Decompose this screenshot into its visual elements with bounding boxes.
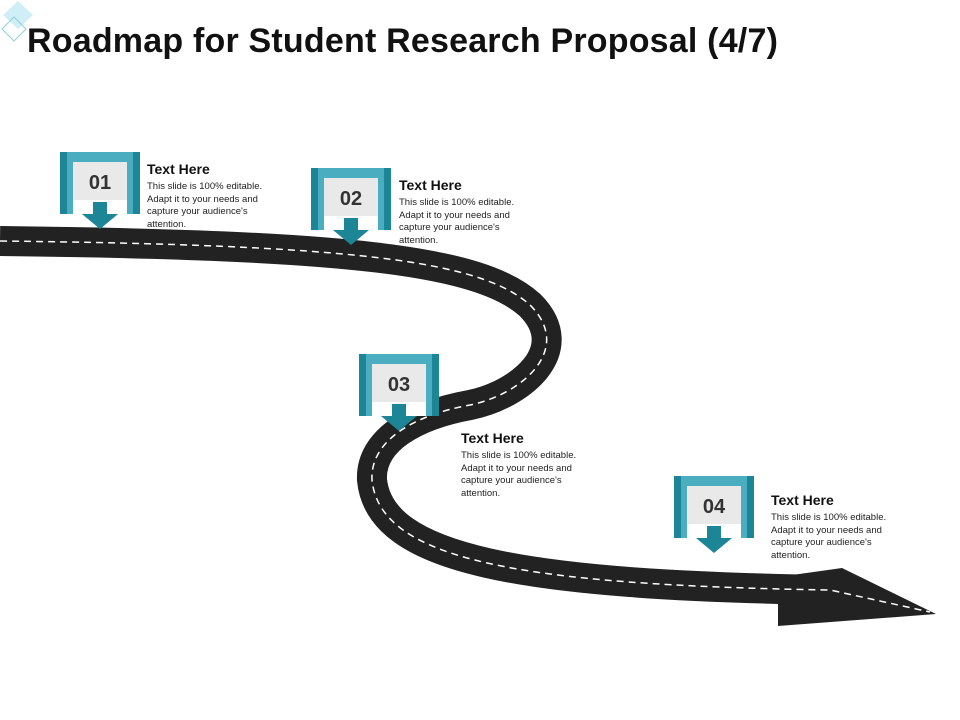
down-arrow-icon (696, 526, 732, 553)
milestone-description: This slide is 100% editable. Adapt it to… (771, 512, 887, 561)
down-arrow-icon (333, 218, 369, 245)
milestone-text-01: Text Here This slide is 100% editable. A… (147, 161, 287, 231)
marker-label-box: 03 (372, 364, 426, 416)
milestone-marker-04: 04 (674, 476, 754, 574)
marker-frame-bar (359, 354, 366, 416)
milestone-description: This slide is 100% editable. Adapt it to… (461, 450, 577, 499)
milestone-description: This slide is 100% editable. Adapt it to… (399, 197, 515, 246)
milestone-marker-01: 01 (60, 152, 140, 250)
milestone-description: This slide is 100% editable. Adapt it to… (147, 181, 263, 230)
down-arrow-icon (82, 202, 118, 229)
milestone-number: 02 (339, 188, 363, 210)
marker-frame-bar (674, 476, 681, 538)
marker-frame-bar (384, 168, 391, 230)
milestone-heading: Text Here (147, 161, 210, 177)
page-title: Roadmap for Student Research Proposal (4… (27, 22, 779, 60)
milestone-marker-03: 03 (359, 354, 439, 452)
marker-frame-bar (60, 152, 67, 214)
corner-diamond-decoration (1, 1, 33, 42)
milestone-heading: Text Here (771, 492, 834, 508)
down-arrow-icon (381, 404, 417, 431)
marker-frame-bar (311, 168, 318, 230)
milestone-heading: Text Here (461, 430, 524, 446)
milestone-marker-02: 02 (311, 168, 391, 266)
road-arrowhead (778, 568, 936, 626)
marker-frame-bar (432, 354, 439, 416)
road-center-dashes (0, 240, 931, 613)
milestone-number: 04 (702, 496, 726, 518)
milestone-text-03: Text Here This slide is 100% editable. A… (461, 430, 601, 500)
marker-frame-bar (747, 476, 754, 538)
marker-frame-bar (133, 152, 140, 214)
milestone-heading: Text Here (399, 177, 462, 193)
milestone-number: 03 (387, 374, 411, 396)
milestone-number: 01 (88, 172, 112, 194)
milestone-text-02: Text Here This slide is 100% editable. A… (399, 177, 539, 247)
milestone-text-04: Text Here This slide is 100% editable. A… (771, 492, 911, 562)
